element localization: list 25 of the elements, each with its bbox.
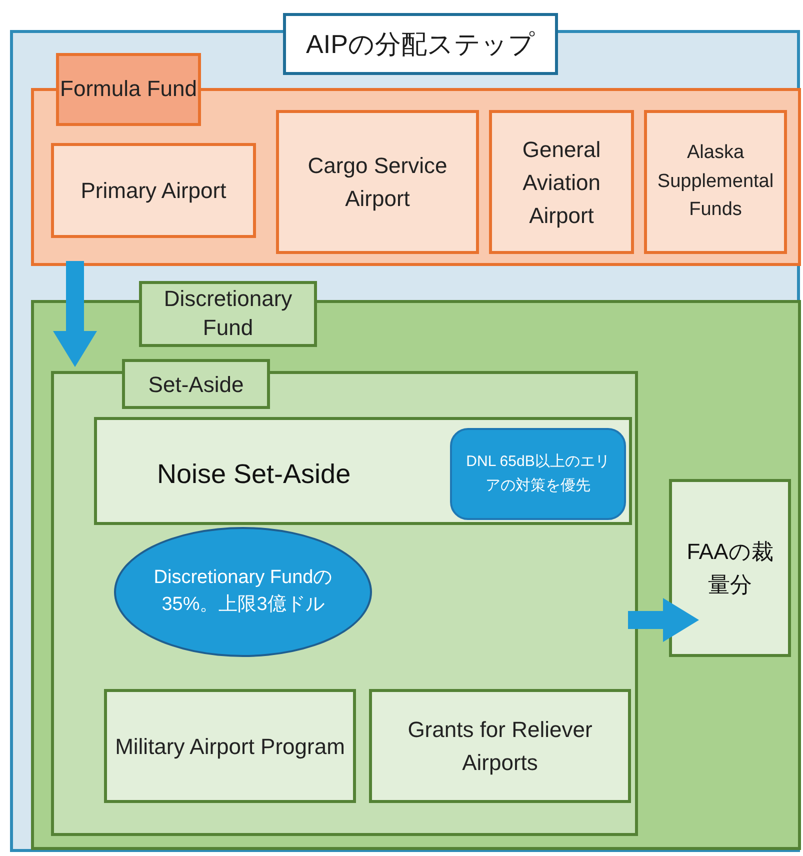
box-label: Grants for Reliever Airports (406, 716, 594, 777)
box-label: Military Airport Program (114, 732, 346, 761)
arrow (53, 261, 97, 367)
process-box (369, 689, 631, 803)
process-box (276, 110, 479, 254)
box-label: Noise Set-Aside (157, 458, 351, 491)
process-box (51, 143, 256, 238)
box-label: Discretionary Fundの35%。上限3億ドル (152, 566, 334, 617)
arrow (628, 598, 699, 642)
box-label: Primary Airport (80, 177, 226, 205)
box-label: General Aviation Airport (521, 136, 602, 230)
process-box (644, 110, 787, 254)
box-label: DNL 65dB以上のエリアの対策を優先 (465, 452, 611, 496)
process-box (669, 479, 791, 657)
box-label: Cargo Service Airport (306, 152, 448, 213)
panel-heading: AIPの分配ステップ (283, 13, 558, 75)
process-box (104, 689, 356, 803)
box-label: Alaska Supplemental Funds (656, 141, 775, 222)
process-box (94, 417, 632, 525)
process-box (489, 110, 634, 254)
note-box (450, 428, 626, 520)
panel-heading: Set-Aside (122, 359, 270, 409)
panel-heading: Discretionary Fund (139, 281, 317, 347)
panel-heading: Formula Fund (56, 53, 201, 126)
box-label: FAAの裁量分 (686, 538, 774, 599)
